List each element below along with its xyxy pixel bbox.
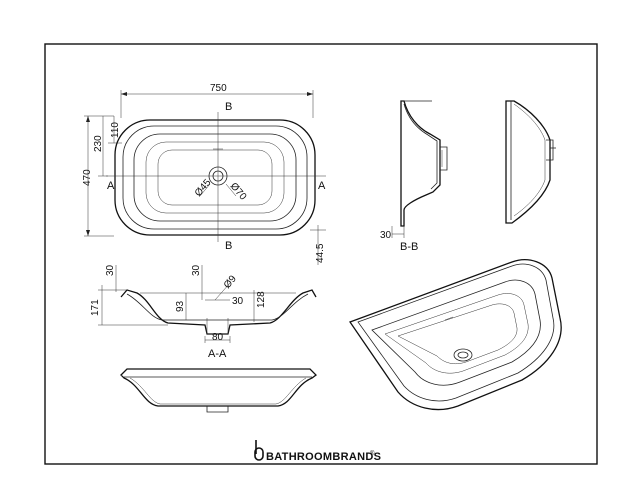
plan-dim-470: 470 (82, 169, 93, 186)
section-mark-b-top: B (225, 101, 232, 113)
plan-view: 750 470 230 110 44.5 B B A A Ø45 Ø70 (82, 83, 326, 265)
perspective-waste-inner (457, 351, 469, 359)
aa-dim-171: 171 (90, 299, 101, 316)
plan-width-dimension: 750 (210, 83, 227, 94)
aa-dim-30-left: 30 (105, 264, 116, 276)
aa-dim-30-mid: 30 (232, 296, 244, 307)
aa-title: A-A (208, 348, 227, 360)
aa-dim-128: 128 (256, 291, 267, 308)
plan-dim-230: 230 (93, 135, 104, 152)
brand-name: BATHROOMBRANDS (266, 451, 381, 463)
plan-dim-44-5: 44.5 (315, 243, 326, 263)
section-mark-b-bottom: B (225, 240, 232, 252)
plan-dim-110: 110 (110, 122, 121, 138)
side-elevation (505, 100, 556, 224)
brand-registered-mark: ® (370, 450, 375, 457)
section-mark-a-left: A (107, 180, 115, 192)
waste-dim-70: Ø70 (228, 181, 249, 203)
bb-title: B-B (400, 241, 418, 253)
brand-logo (254, 440, 264, 461)
section-bb: 30 B-B (380, 100, 448, 253)
drawing-frame (44, 43, 598, 465)
perspective-view (348, 259, 562, 411)
aa-dim-30-top: 30 (191, 264, 202, 276)
waste-dim-45: Ø45 (193, 177, 214, 199)
section-aa: 171 30 30 Ø9 93 30 128 80 A-A (90, 264, 317, 360)
bb-dim-30: 30 (380, 230, 392, 241)
aa-dim-93: 93 (175, 300, 186, 312)
front-elevation (120, 368, 317, 413)
section-mark-a-right: A (318, 180, 326, 192)
aa-dim-9: Ø9 (222, 273, 239, 291)
perspective-waste-outer (453, 348, 473, 362)
aa-dim-80: 80 (212, 332, 224, 343)
